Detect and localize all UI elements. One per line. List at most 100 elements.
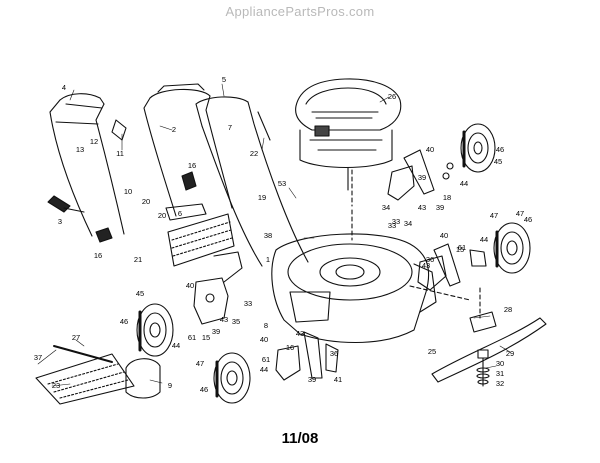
- height-adjuster-left-front: [275, 331, 339, 381]
- callout-41: 41: [334, 375, 342, 384]
- callout-30: 30: [496, 359, 504, 368]
- lower-handle: [49, 93, 125, 237]
- callout-9: 9: [168, 381, 172, 390]
- callout-34: 34: [382, 203, 390, 212]
- callout-39: 39: [212, 327, 220, 336]
- callout-53: 53: [278, 179, 286, 188]
- grass-bag: [35, 345, 161, 405]
- callout-43: 43: [220, 315, 228, 324]
- callout-3: 3: [58, 217, 62, 226]
- callout-44: 44: [460, 179, 468, 188]
- callout-20: 20: [142, 197, 150, 206]
- callout-4: 4: [62, 83, 66, 92]
- callout-10: 10: [124, 187, 132, 196]
- callout-numbers: 1234567891011121315161819202122232526272…: [34, 75, 532, 394]
- callout-6: 6: [178, 209, 182, 218]
- rear-bracket-left: [193, 251, 243, 325]
- callout-45: 45: [136, 289, 144, 298]
- callout-38: 38: [264, 231, 272, 240]
- callout-39: 39: [418, 173, 426, 182]
- callout-44: 44: [480, 235, 488, 244]
- blade: [431, 311, 547, 387]
- callout-46: 46: [496, 145, 504, 154]
- rear-shield: [165, 203, 235, 267]
- callout-33: 33: [244, 299, 252, 308]
- callout-26: 26: [388, 92, 396, 101]
- callout-16: 16: [188, 161, 196, 170]
- callout-47: 47: [516, 209, 524, 218]
- callout-39: 39: [308, 375, 316, 384]
- callout-16: 16: [94, 251, 102, 260]
- callout-36: 36: [330, 349, 338, 358]
- wheel-rear-left: [136, 303, 174, 357]
- callout-37: 37: [34, 353, 42, 362]
- callout-36: 36: [426, 255, 434, 264]
- height-adjuster-right-front: [417, 243, 487, 291]
- callout-34: 34: [404, 219, 412, 228]
- callout-35: 35: [232, 317, 240, 326]
- handle-knob-left: [47, 195, 85, 213]
- callout-40: 40: [426, 145, 434, 154]
- callout-40: 40: [186, 281, 194, 290]
- callout-43: 43: [296, 329, 304, 338]
- callout-46: 46: [120, 317, 128, 326]
- handle-right: [195, 96, 309, 267]
- wheel-front-right: [493, 222, 531, 274]
- bail-bar: [111, 119, 127, 141]
- callout-19: 19: [258, 193, 266, 202]
- callout-46: 46: [200, 385, 208, 394]
- callout-18: 18: [443, 193, 451, 202]
- callout-12: 12: [90, 137, 98, 146]
- callout-44: 44: [172, 341, 180, 350]
- callout-43: 43: [418, 203, 426, 212]
- callout-28: 28: [504, 305, 512, 314]
- callout-16: 16: [286, 343, 294, 352]
- assembly-axis-lines: [351, 169, 481, 319]
- callout-27: 27: [72, 333, 80, 342]
- callout-40: 40: [440, 231, 448, 240]
- callout-13: 13: [76, 145, 84, 154]
- callout-39: 39: [436, 203, 444, 212]
- callout-23: 23: [52, 381, 60, 390]
- callout-15: 15: [456, 245, 464, 254]
- callout-11: 11: [116, 149, 124, 158]
- watermark: AppliancePartsPros.com: [225, 4, 375, 19]
- callout-61: 61: [262, 355, 270, 364]
- callout-8: 8: [264, 321, 268, 330]
- page-code: 11/08: [281, 430, 319, 447]
- callout-29: 29: [506, 349, 514, 358]
- callout-5: 5: [222, 75, 226, 84]
- callout-45: 45: [494, 157, 502, 166]
- callout-2: 2: [172, 125, 176, 134]
- callout-44: 44: [260, 365, 268, 374]
- callout-46: 46: [524, 215, 532, 224]
- wheel-front-left: [213, 352, 251, 404]
- callout-33: 33: [388, 221, 396, 230]
- callout-25: 25: [428, 347, 436, 356]
- callout-61: 61: [188, 333, 196, 342]
- callout-21: 21: [134, 255, 142, 264]
- callout-47: 47: [490, 211, 498, 220]
- handle-knob-16-right: [181, 171, 197, 191]
- callout-22: 22: [250, 149, 258, 158]
- wheel-rear-right: [460, 123, 496, 173]
- callout-31: 31: [496, 369, 504, 378]
- callout-32: 32: [496, 379, 504, 388]
- leader-lines: [37, 83, 511, 387]
- callout-61: 61: [458, 243, 466, 252]
- upper-handle: [143, 83, 233, 217]
- mower-deck: [271, 233, 437, 343]
- callout-43: 43: [422, 261, 430, 270]
- callout-33: 33: [392, 217, 400, 226]
- engine: [295, 78, 402, 191]
- handle-knob-16-left: [95, 227, 113, 243]
- callout-1: 1: [266, 255, 270, 264]
- callout-40: 40: [260, 335, 268, 344]
- callout-7: 7: [228, 123, 232, 132]
- height-adjuster-right-rear: [387, 149, 454, 201]
- callout-20: 20: [158, 211, 166, 220]
- callout-15: 15: [202, 333, 210, 342]
- callout-47: 47: [196, 359, 204, 368]
